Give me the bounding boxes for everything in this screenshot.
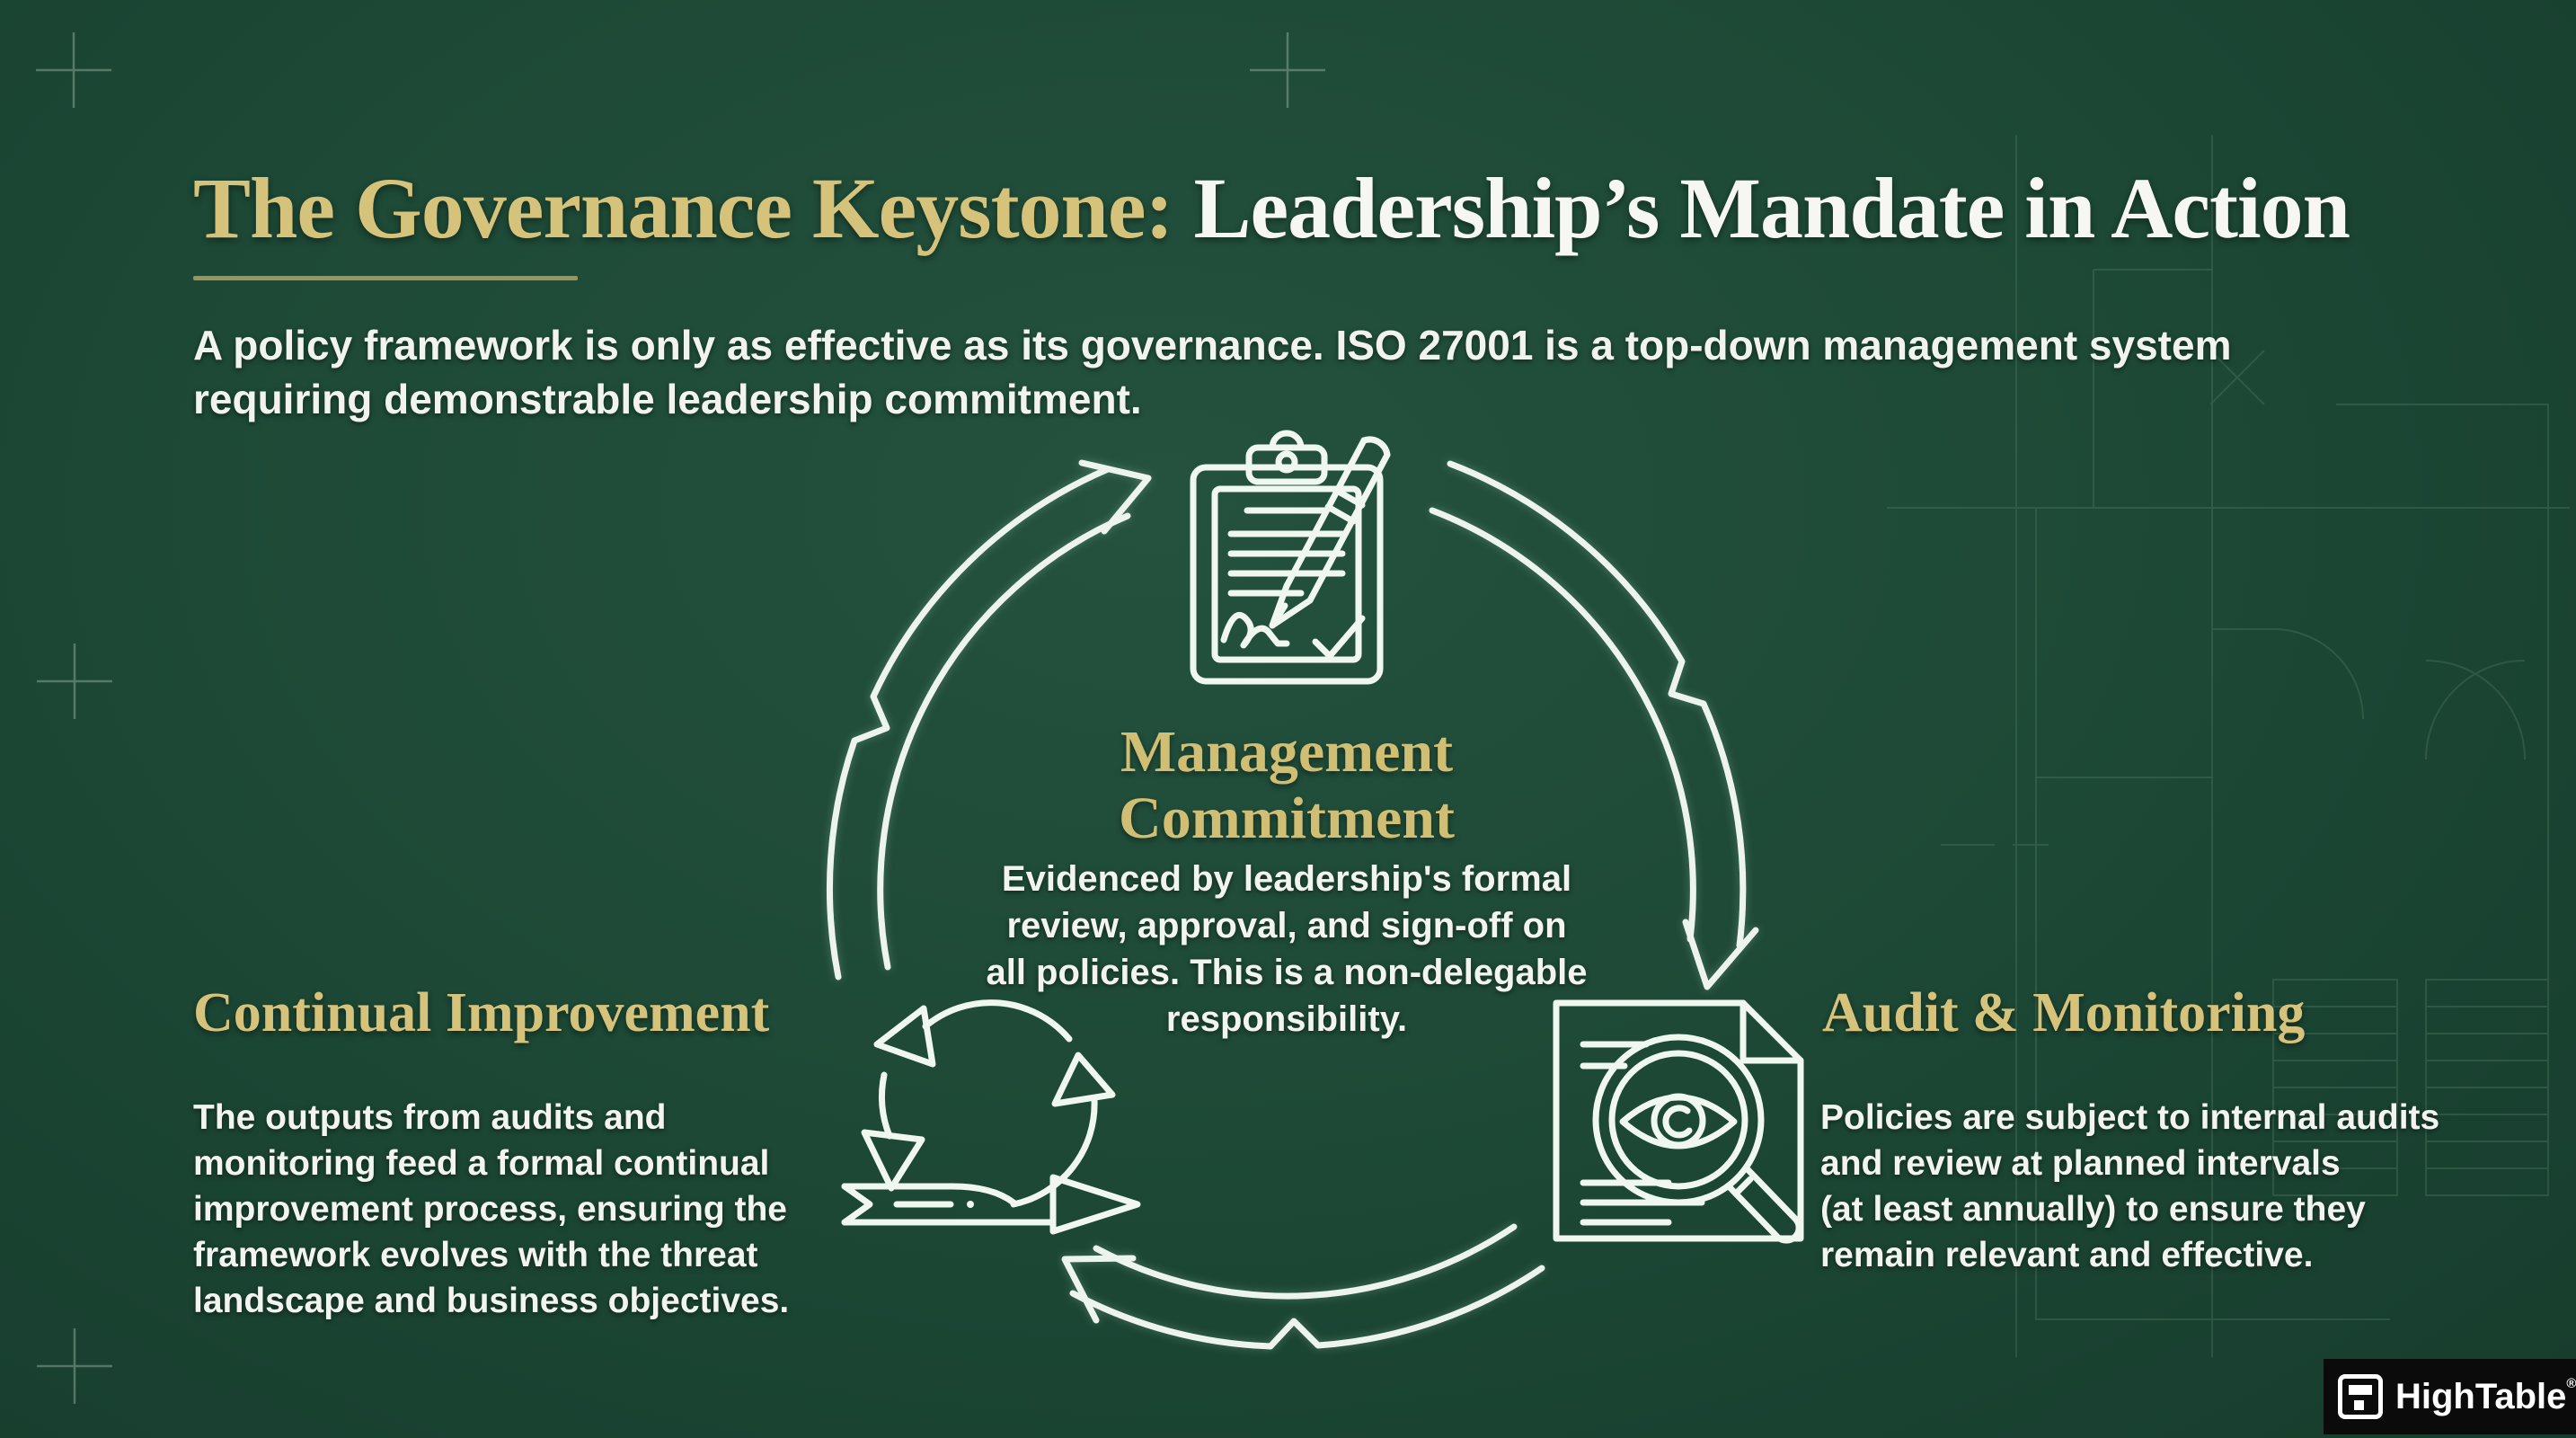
left-body-line: improvement process, ensuring the — [193, 1190, 788, 1229]
clockwise-arrowhead-bottom — [1061, 1255, 1137, 1324]
hightable-logo-icon — [2338, 1374, 2383, 1419]
logo-icon-square — [2354, 1400, 2364, 1410]
page-title: The Governance Keystone: Leadership’s Ma… — [193, 165, 2350, 252]
center-body-line: all policies. This is a non-delegable — [986, 953, 1588, 992]
title-underline — [193, 276, 578, 280]
management-commitment-body: Evidenced by leadership's formal review,… — [972, 856, 1601, 1043]
document-magnifier-eye-icon — [1553, 999, 1804, 1244]
left-body-line: framework evolves with the threat — [193, 1236, 758, 1274]
hightable-logo: HighTable® — [2324, 1359, 2576, 1434]
cycle-ring — [827, 459, 1759, 1350]
center-body-line: responsibility. — [1165, 999, 1408, 1039]
left-body-line: monitoring feed a formal continual — [193, 1144, 770, 1183]
right-body-line: remain relevant and effective. — [1820, 1236, 2314, 1274]
right-body-line: and review at planned intervals — [1820, 1144, 2341, 1183]
continual-improvement-heading: Continual Improvement — [193, 982, 770, 1043]
left-body-line: landscape and business objectives. — [193, 1282, 790, 1320]
page-title-rest: Leadership’s Mandate in Action — [1173, 160, 2351, 256]
audit-monitoring-body: Policies are subject to internal audits … — [1820, 1095, 2503, 1278]
clockwise-arrowhead-right — [1682, 919, 1759, 990]
continual-loop-arrows-icon — [841, 999, 1141, 1235]
management-commitment-heading: Management Commitment — [1119, 719, 1455, 851]
left-body-line: The outputs from audits and — [193, 1098, 667, 1137]
page-title-highlight: The Governance Keystone: — [193, 160, 1173, 256]
audit-monitoring-heading: Audit & Monitoring — [1822, 982, 2306, 1043]
continual-improvement-body: The outputs from audits and monitoring f… — [193, 1095, 822, 1324]
right-body-line: Policies are subject to internal audits — [1820, 1098, 2440, 1137]
crop-marks — [36, 32, 1325, 1404]
blueprint-floorplan — [1887, 135, 2570, 1357]
logo-icon-bar — [2349, 1385, 2372, 1395]
page-subtitle: A policy framework is only as effective … — [193, 318, 2231, 426]
clockwise-arrowhead-top-left — [1078, 459, 1152, 535]
subtitle-line: A policy framework is only as effective … — [193, 322, 2232, 368]
center-body-line: Evidenced by leadership's formal — [1001, 859, 1572, 899]
registered-trademark-mark: ® — [2566, 1376, 2576, 1391]
right-body-line: (at least annually) to ensure they — [1820, 1190, 2366, 1229]
hightable-logo-text: HighTable® — [2395, 1376, 2576, 1416]
clipboard-signature-pen-icon — [1190, 430, 1391, 685]
logo-brand-name: HighTable — [2395, 1377, 2567, 1416]
subtitle-line: requiring demonstrable leadership commit… — [193, 376, 1142, 422]
center-body-line: review, approval, and sign-off on — [1006, 906, 1567, 945]
